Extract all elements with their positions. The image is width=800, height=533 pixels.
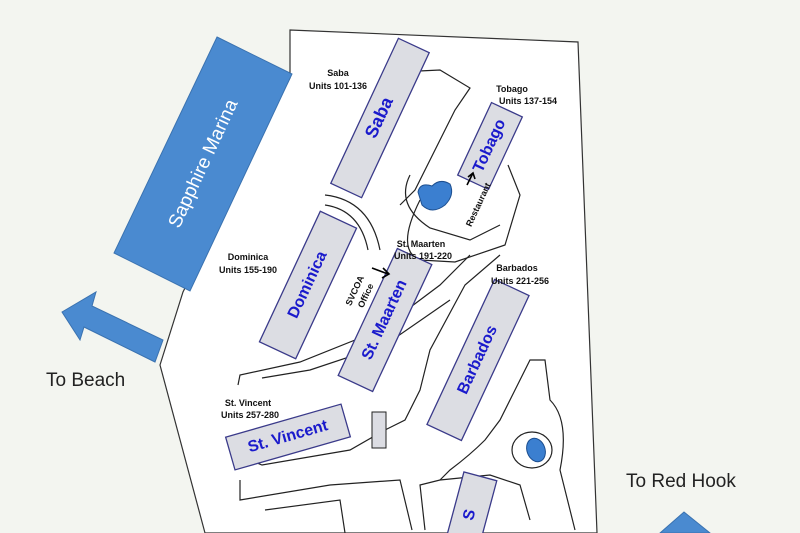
to-beach-label: To Beach (46, 370, 125, 391)
roads (237, 69, 576, 533)
tobago-name-label: Tobago (496, 84, 528, 94)
st-maarten-units-label: Units 191-220 (394, 251, 452, 261)
arrow-icon (371, 267, 391, 279)
building-label: S (460, 507, 479, 522)
building-st-vincent: St. Vincent (224, 403, 352, 471)
tobago-units-label: Units 137-154 (499, 96, 557, 106)
saba-units-label: Units 101-136 (309, 81, 367, 91)
barbados-units-label: Units 221-256 (491, 276, 549, 286)
sapphire-marina: Sapphire Marina (113, 36, 293, 292)
pool-icon (526, 437, 546, 463)
dominica-units-label: Units 155-190 (219, 265, 277, 275)
dominica-name-label: Dominica (228, 252, 270, 262)
st-vincent-name-label: St. Vincent (225, 398, 271, 408)
arrow-icon (466, 171, 476, 186)
to-red-hook-arrow[interactable] (659, 511, 711, 533)
parking-structure (371, 411, 387, 449)
building-partial: S (445, 471, 498, 533)
pool-icon (417, 180, 453, 211)
saba-name-label: Saba (327, 68, 350, 78)
to-beach-arrow[interactable] (61, 290, 164, 363)
st-vincent-units-label: Units 257-280 (221, 410, 279, 420)
barbados-name-label: Barbados (496, 263, 538, 273)
st-maarten-name-label: St. Maarten (397, 239, 446, 249)
to-red-hook-label: To Red Hook (626, 471, 736, 492)
